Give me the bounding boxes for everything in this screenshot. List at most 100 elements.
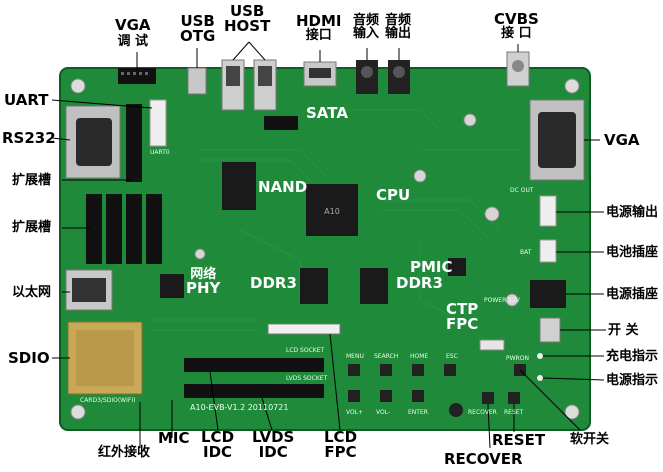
battery-connector bbox=[539, 239, 557, 263]
label-ctp-fpc-line2: FPC bbox=[446, 315, 479, 333]
power-led bbox=[537, 375, 543, 381]
silk-reset: RESET bbox=[504, 409, 524, 416]
label-audio-out-line2: 输出 bbox=[385, 26, 412, 41]
silk-board-name: A10-EVB-V1.2 20110721 bbox=[190, 403, 289, 412]
phy-chip bbox=[160, 274, 184, 298]
label-switch: 开 关 bbox=[608, 323, 639, 338]
silk-power: POWER 12V bbox=[484, 297, 520, 304]
label-lcd-fpc-line2: FPC bbox=[324, 443, 357, 461]
label-audio-in-line1: 音频 bbox=[353, 13, 380, 28]
label-ethernet: 以太网 bbox=[12, 285, 52, 300]
cpu-chip-marking: A10 bbox=[324, 207, 340, 216]
ir-receiver bbox=[449, 403, 463, 417]
lcd-idc-header bbox=[184, 358, 324, 372]
expansion-header-4 bbox=[126, 194, 142, 264]
label-vga-debug-line2: 调 试 bbox=[117, 34, 149, 49]
label-hdmi-line1: HDMI bbox=[296, 12, 342, 30]
label-cpu: CPU bbox=[376, 186, 411, 204]
ctp-fpc-connector bbox=[479, 339, 505, 351]
label-ddr3-left: DDR3 bbox=[250, 274, 297, 292]
label-cvbs-line2: 接 口 bbox=[501, 26, 532, 41]
label-mic: MIC bbox=[158, 429, 190, 447]
silk-pwron: PWRON bbox=[506, 355, 529, 362]
nand-chip bbox=[222, 162, 256, 210]
label-cvbs-line1: CVBS bbox=[494, 10, 539, 28]
silk-bat: BAT bbox=[520, 249, 532, 256]
label-expansion-slot-2: 扩展槽 bbox=[12, 220, 52, 235]
label-audio-in: 音频输入 bbox=[353, 14, 379, 40]
label-phy-line2: PHY bbox=[186, 279, 221, 297]
label-power-out: 电源输出 bbox=[606, 205, 659, 220]
power-switch bbox=[539, 317, 561, 343]
power-out-connector bbox=[539, 195, 557, 227]
label-lvds-idc-line2: IDC bbox=[258, 443, 288, 461]
silk-search: SEARCH bbox=[374, 353, 399, 360]
label-battery: 电池插座 bbox=[606, 245, 659, 260]
expansion-header-2 bbox=[86, 194, 102, 264]
label-recover: RECOVER bbox=[444, 450, 523, 468]
lcd-fpc-socket bbox=[267, 323, 341, 335]
pcb-board bbox=[60, 68, 590, 430]
label-phy-line1: 网络 bbox=[190, 267, 217, 282]
silk-esc: ESC bbox=[446, 353, 458, 360]
label-rs232: RS232 bbox=[2, 129, 56, 147]
expansion-header-1 bbox=[126, 104, 142, 182]
lvds-idc-header bbox=[184, 384, 324, 398]
silk-vol-plus: VOL+ bbox=[346, 409, 364, 416]
silk-card: CARD3/SDIO(WIFI) bbox=[80, 397, 136, 404]
vga-debug-header bbox=[118, 68, 156, 84]
sata-connector bbox=[264, 116, 298, 130]
label-usb-otg-line2: OTG bbox=[180, 27, 216, 45]
label-usb-host-line2: HOST bbox=[224, 17, 271, 35]
label-usb-otg-line1: USB bbox=[180, 12, 215, 30]
silk-enter: ENTER bbox=[408, 409, 428, 416]
cpu-chip bbox=[306, 184, 358, 236]
charge-led bbox=[537, 353, 543, 359]
usb-otg-port bbox=[187, 67, 207, 95]
power-jack bbox=[530, 280, 566, 308]
silk-vol-minus: VOL- bbox=[376, 409, 391, 416]
label-audio-out: 音频输出 bbox=[385, 14, 411, 40]
label-power-indicator: 电源指示 bbox=[606, 373, 659, 388]
silk-menu: MENU bbox=[346, 353, 364, 360]
silk-uart: UART0 bbox=[150, 149, 170, 156]
label-hdmi-line2: 接口 bbox=[305, 28, 332, 43]
label-charge-indicator: 充电指示 bbox=[606, 349, 659, 364]
label-audio-in-line2: 输入 bbox=[353, 26, 380, 41]
label-ddr3-right: DDR3 bbox=[396, 274, 443, 292]
uart-connector bbox=[149, 99, 167, 147]
label-audio-out-line1: 音频 bbox=[385, 13, 412, 28]
pmic-chip bbox=[448, 258, 466, 276]
label-pmic: PMIC bbox=[410, 258, 453, 276]
label-sdio: SDIO bbox=[8, 349, 50, 367]
ddr3-chip-left bbox=[300, 268, 328, 304]
label-uart: UART bbox=[4, 91, 49, 109]
expansion-header-5 bbox=[146, 194, 162, 264]
label-power-in: 电源插座 bbox=[606, 287, 659, 302]
label-reset: RESET bbox=[492, 431, 546, 449]
label-lcd-idc-line2: IDC bbox=[202, 443, 233, 461]
silk-lvds-socket: LVDS SOCKET bbox=[286, 375, 328, 382]
label-lcd-idc-line1: LCD bbox=[201, 428, 235, 446]
label-vga: VGA bbox=[604, 131, 640, 149]
label-ctp-fpc-line1: CTP bbox=[446, 300, 479, 318]
expansion-header-3 bbox=[106, 194, 122, 264]
label-ir-receiver: 红外接收 bbox=[98, 445, 151, 460]
silk-lcd-socket: LCD SOCKET bbox=[286, 347, 325, 354]
label-expansion-slot-1: 扩展槽 bbox=[12, 173, 52, 188]
label-lcd-fpc-line1: LCD bbox=[324, 428, 358, 446]
label-nand: NAND bbox=[258, 178, 308, 196]
label-lvds-idc-line1: LVDS bbox=[252, 428, 295, 446]
silk-dc-out: DC OUT bbox=[510, 187, 534, 194]
ddr3-chip-right bbox=[360, 268, 388, 304]
